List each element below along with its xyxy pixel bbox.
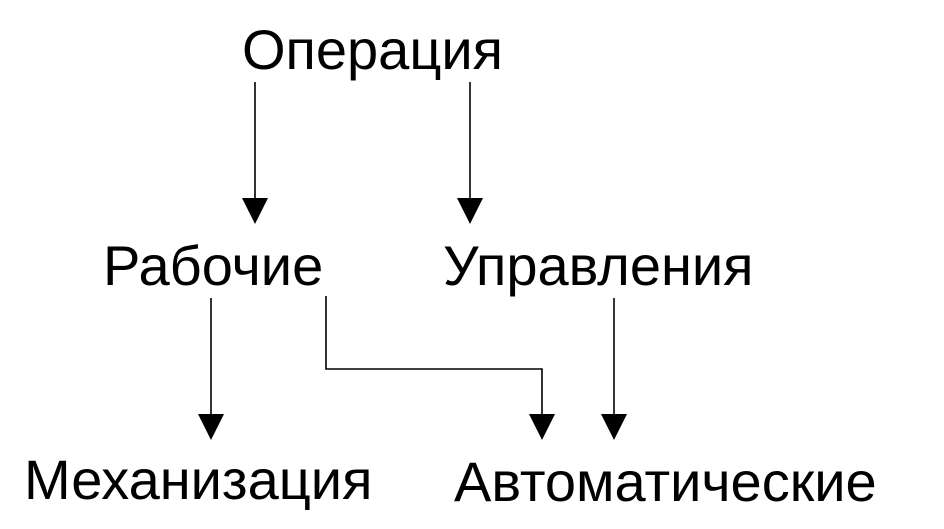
edge-working-to-mechanization [198,298,224,440]
node-automatic: Автоматические [454,450,877,513]
node-operation: Операция [242,18,503,81]
arrowhead [601,414,627,440]
arrowhead [457,198,483,224]
node-working: Рабочие [103,234,323,297]
arrowhead [529,414,555,440]
edge-control-to-automatic [601,298,627,440]
connector-line [325,296,543,416]
arrowhead [198,414,224,440]
edge-working-to-automatic [325,296,555,440]
edge-operation-to-working [242,82,268,224]
node-control: Управления [443,234,754,297]
arrowhead [242,198,268,224]
node-mechanization: Механизация [24,448,372,511]
edge-operation-to-control [457,82,483,224]
